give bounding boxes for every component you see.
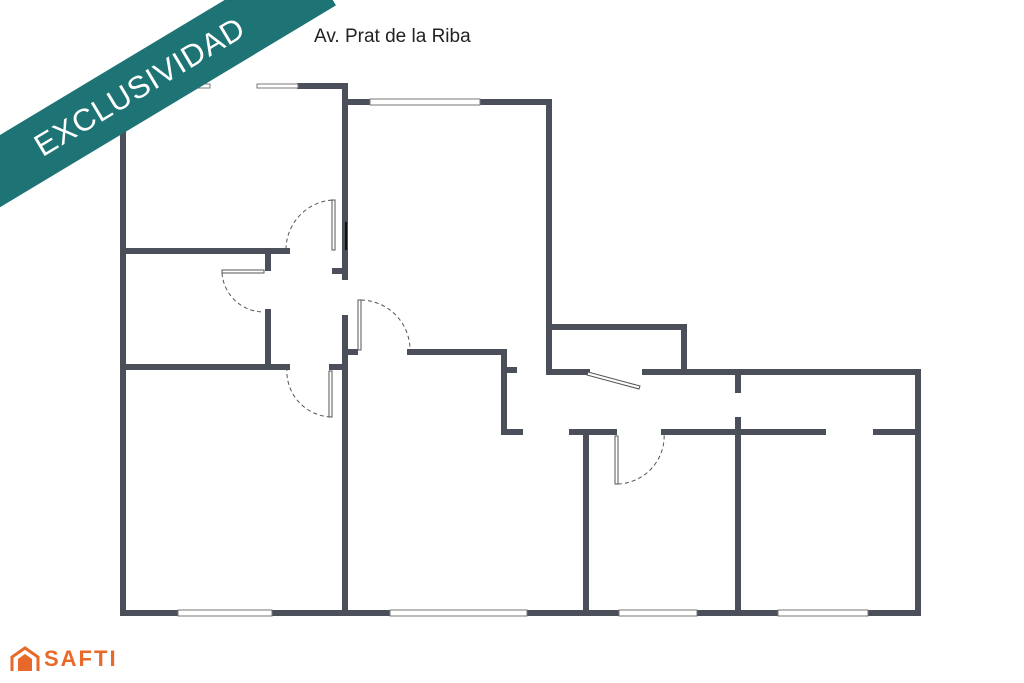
door-leaf — [586, 371, 641, 390]
door-leaf — [357, 299, 362, 351]
window — [618, 609, 698, 617]
wall — [342, 99, 590, 375]
wall — [297, 83, 348, 280]
door-leaf — [331, 199, 336, 251]
doors — [221, 199, 641, 485]
window — [256, 83, 299, 89]
door-arc — [221, 272, 265, 313]
wall — [407, 349, 523, 435]
window — [777, 609, 869, 617]
wall — [642, 369, 921, 616]
window — [369, 98, 481, 106]
door-leaf — [328, 370, 333, 418]
street-label: Av. Prat de la Riba — [314, 26, 471, 47]
safti-logo: SAFTI — [10, 646, 118, 672]
door-arc — [617, 431, 665, 485]
windows — [177, 83, 869, 617]
window — [389, 609, 528, 617]
door-swings — [221, 199, 665, 485]
logo-text: SAFTI — [44, 646, 118, 671]
house-icon — [10, 646, 40, 671]
door-arc — [285, 199, 333, 252]
wall — [546, 324, 687, 375]
door-arc — [360, 299, 411, 351]
walls — [120, 83, 921, 616]
door-leaf — [614, 435, 619, 485]
door-leaf — [221, 269, 265, 274]
window — [177, 609, 273, 617]
wall-marker — [345, 222, 347, 250]
door-arc — [286, 366, 332, 418]
